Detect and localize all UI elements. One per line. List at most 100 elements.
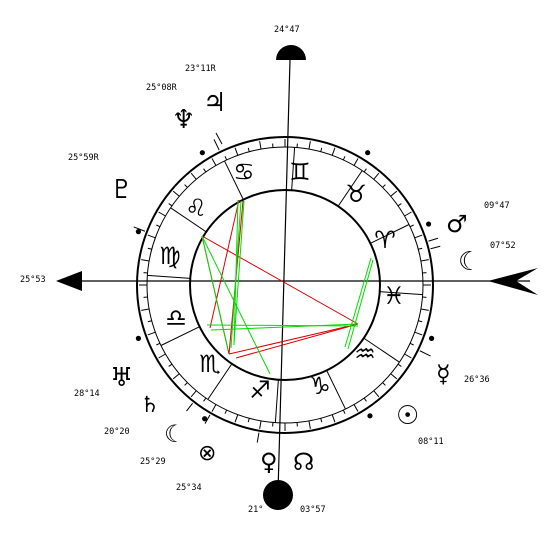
house-cusp-dot [425, 221, 432, 227]
degree-tick [404, 353, 412, 359]
degree-tick [172, 373, 180, 380]
north-node: ☊ 03°57 [293, 448, 326, 515]
degree-tick [331, 414, 336, 423]
mercury-icon: ☿ [436, 360, 451, 388]
planet-pointer-tick [428, 237, 439, 242]
aries-sign-icon: ♈ [374, 226, 396, 254]
degree-tick [418, 247, 423, 250]
neptune-degree: 25°08R [146, 83, 178, 93]
jupiter-degree: 23°11R [185, 64, 217, 74]
jupiter-icon: ♃ [203, 88, 226, 118]
tick-ring [146, 146, 424, 424]
uranus-degree: 28°14 [74, 389, 100, 399]
degree-tick [414, 234, 423, 239]
degree-tick [420, 259, 429, 262]
degree-tick [308, 141, 311, 150]
aspect-line [233, 199, 239, 346]
degree-tick [382, 382, 386, 386]
libra-sign-icon: ♎ [165, 304, 187, 332]
aspect-line [344, 257, 372, 348]
descendant-chevron-icon [488, 268, 538, 295]
planet-pointer-tick [213, 139, 220, 151]
degree-tick [363, 397, 367, 402]
mars: ♂ 09°47 [446, 201, 510, 238]
ascendant-arrow-icon [56, 271, 82, 291]
virgo-sign-icon: ♍ [159, 242, 181, 270]
saturn-icon: ♄ [140, 393, 160, 418]
black-moon-icon: ☾ [164, 420, 186, 448]
aspect-line [210, 323, 359, 331]
aspect-line [201, 235, 229, 351]
sign-divider [160, 326, 200, 346]
mercury-degree: 26°36 [464, 375, 490, 385]
degree-tick [342, 156, 346, 161]
sign-divider [379, 291, 423, 296]
aspect-lines [201, 199, 374, 375]
degree-tick [190, 390, 197, 398]
planet-pointer-tick [204, 414, 211, 424]
ascendant-degree: 25°53 [20, 275, 46, 285]
neptune: ♆ 25°08R [146, 83, 195, 135]
degree-tick [224, 156, 228, 161]
degree-tick [156, 224, 161, 228]
sign-divider [370, 224, 410, 244]
cancer-sign-icon: ♋ [233, 158, 255, 186]
sign-divider [170, 207, 207, 233]
house-cusp-dot [135, 229, 142, 235]
aspect-line [201, 235, 271, 375]
degree-tick [320, 418, 323, 423]
uranus: ♅ 28°14 [74, 363, 133, 399]
midheaven-marker: 24°47 [274, 25, 306, 60]
degree-tick [147, 234, 156, 239]
aspect-line [201, 235, 359, 325]
degree-tick [390, 190, 398, 197]
house-cusp-dots [133, 139, 441, 443]
aspect-line [235, 323, 359, 359]
mars-degree: 09°47 [484, 201, 510, 211]
degree-tick [168, 203, 173, 207]
degree-tick [203, 168, 207, 173]
sign-divider [224, 160, 244, 200]
degree-tick [211, 404, 217, 412]
aquarius-sign-icon: ♒ [354, 340, 376, 368]
pluto: ♇ 25°59R [68, 153, 133, 205]
degree-tick [420, 308, 429, 311]
sun-degree: 08°11 [418, 437, 444, 447]
degree-tick [234, 414, 239, 423]
degree-tick [184, 184, 188, 188]
mercury: ☿ 26°36 [436, 360, 490, 388]
degree-tick [211, 158, 217, 166]
degree-tick [259, 141, 262, 150]
north-node-degree: 03°57 [300, 505, 326, 515]
planets: ♃ 23°11R ♆ 25°08R ♇ 25°59R ♂ 09°47 ☾ 07°… [68, 64, 516, 515]
degree-tick [397, 363, 402, 367]
degree-tick [190, 172, 197, 180]
aspect-line [206, 324, 359, 327]
aspect-line [233, 200, 245, 344]
sign-divider [274, 379, 279, 423]
imum-coeli-marker: 21° [248, 480, 293, 515]
sign-divider [147, 274, 191, 279]
aspect-line [347, 259, 374, 350]
degree-tick [141, 259, 150, 262]
ascendant-marker: 25°53 [20, 271, 82, 291]
scorpio-sign-icon: ♏ [199, 350, 221, 378]
degree-tick [247, 147, 250, 152]
mars-icon: ♂ [446, 210, 468, 238]
degree-tick [158, 211, 166, 217]
house-cusp-dot [135, 335, 142, 341]
degree-tick [308, 420, 311, 429]
degree-tick [172, 190, 180, 197]
mc-ic-axis-line [277, 59, 291, 493]
taurus-sign-icon: ♉ [345, 180, 367, 208]
imum-coeli-icon [263, 480, 293, 510]
degree-tick [141, 308, 150, 311]
pluto-degree: 25°59R [68, 153, 100, 163]
gemini-sign-icon: ♊ [289, 158, 311, 186]
venus: ♀ [260, 448, 278, 476]
degree-tick [409, 342, 414, 346]
moon-icon: ☾ [458, 247, 481, 277]
planet-pointer-tick [133, 226, 146, 232]
house-cusp-dot [428, 335, 435, 341]
degree-tick [247, 418, 250, 423]
